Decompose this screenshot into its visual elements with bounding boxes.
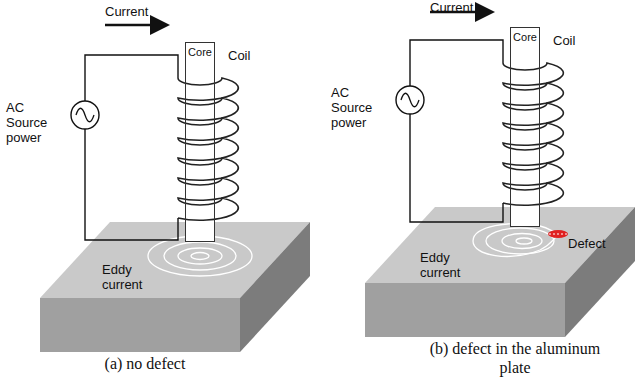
- current-arrow: [105, 24, 165, 27]
- eddy-label: Eddy current: [420, 250, 472, 280]
- current-label: Current: [105, 4, 148, 19]
- core-body: [185, 42, 215, 242]
- caption: (a) no defect: [105, 355, 186, 372]
- coil-winding: [178, 78, 238, 220]
- source-label: AC Source power: [331, 85, 372, 130]
- eddy-label: Eddy current: [102, 262, 154, 292]
- core-label: Core: [186, 46, 214, 59]
- coil-label: Coil: [553, 33, 575, 48]
- core-label: Core: [511, 31, 539, 44]
- eddy-label: Eddy current: [102, 262, 142, 292]
- caption: (a) no defect: [60, 354, 230, 373]
- eddy-label: Eddy current: [420, 250, 460, 280]
- caption: (b) defect in the aluminum plate: [415, 339, 615, 377]
- current-label: Current: [430, 0, 473, 15]
- caption: (b) defect in the aluminum plate: [430, 340, 601, 376]
- eddy-current-rings: [473, 224, 560, 257]
- source-label: AC Source power: [6, 100, 68, 145]
- aluminum-plate: [365, 207, 635, 337]
- coil-label: Coil: [228, 48, 278, 63]
- current-label: Current: [105, 4, 175, 19]
- current-label: Current: [430, 0, 500, 15]
- wire: [410, 40, 503, 222]
- coil-winding: [503, 63, 563, 205]
- aluminum-plate: [40, 222, 310, 352]
- wire: [85, 55, 178, 240]
- ac-source-symbol: [71, 101, 99, 129]
- core-box: Core: [510, 27, 540, 227]
- source-label: AC Source power: [6, 100, 47, 145]
- defect-label: Defect: [568, 236, 606, 251]
- ac-source-symbol: [396, 86, 424, 114]
- core-body: [510, 27, 540, 227]
- source-label: AC Source power: [331, 85, 393, 130]
- coil-label: Coil: [228, 48, 250, 63]
- defect-label: Defect: [568, 236, 628, 251]
- core-box: Core: [185, 42, 215, 242]
- defect-mark: [548, 230, 568, 238]
- coil-label: Coil: [553, 33, 603, 48]
